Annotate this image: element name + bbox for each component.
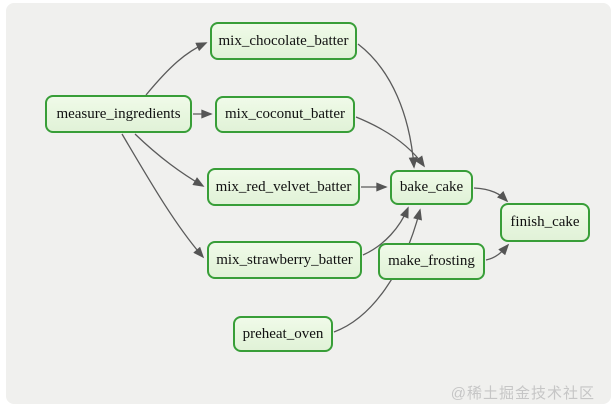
node-mix-red-velvet-batter[interactable]: mix_red_velvet_batter [207,168,360,206]
node-make-frosting[interactable]: make_frosting [378,243,485,280]
watermark-text: @稀土掘金技术社区 [450,385,595,402]
node-finish-cake[interactable]: finish_cake [500,203,590,242]
node-preheat-oven[interactable]: preheat_oven [233,316,333,352]
node-bake-cake[interactable]: bake_cake [390,170,473,205]
node-mix-strawberry-batter[interactable]: mix_strawberry_batter [207,241,362,279]
node-mix-chocolate-batter[interactable]: mix_chocolate_batter [210,22,357,60]
node-measure-ingredients[interactable]: measure_ingredients [45,95,192,133]
node-mix-coconut-batter[interactable]: mix_coconut_batter [215,96,355,133]
